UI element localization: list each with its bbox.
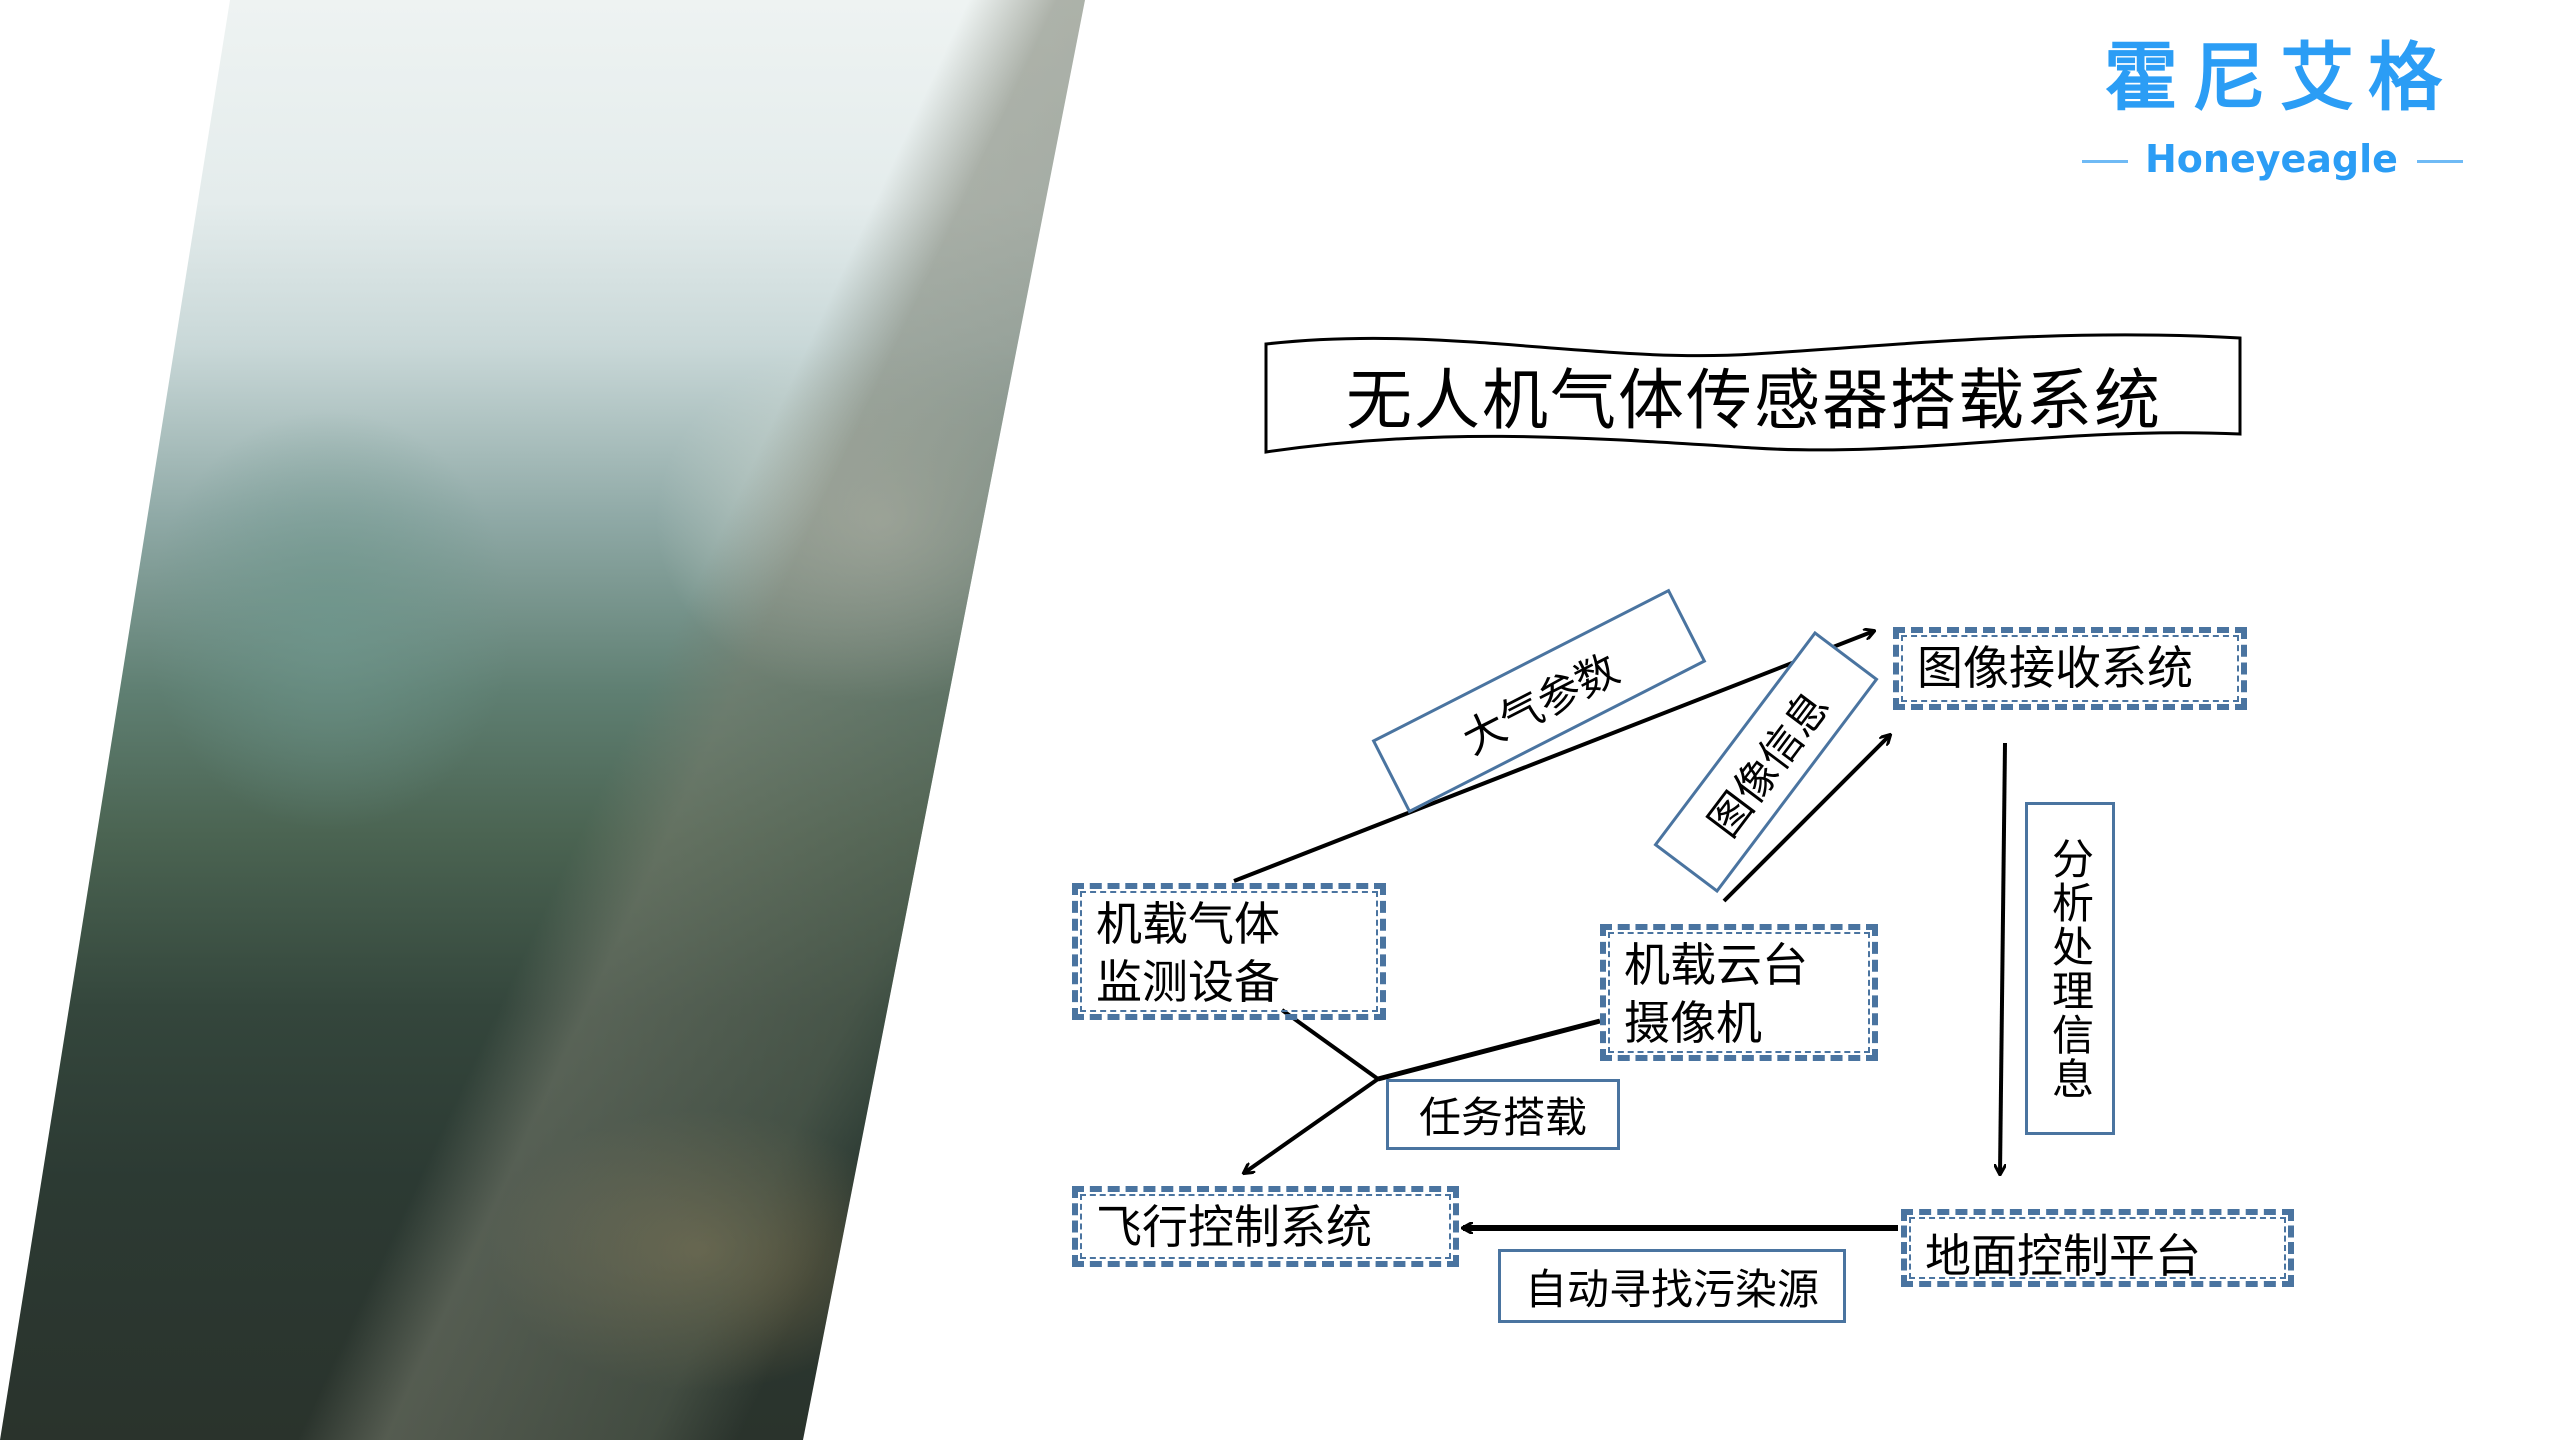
- title-banner: 无人机气体传感器搭载系统: [1264, 330, 2244, 460]
- page-title: 无人机气体传感器搭载系统: [1346, 362, 2162, 439]
- arrow-mission-payload: [1244, 1077, 1380, 1173]
- node-image-receiver-label: 图像接收系统: [1917, 641, 2193, 695]
- node-gas-monitor-line2: 监测设备: [1096, 955, 1280, 1009]
- node-gas-monitor: 机载气体 监测设备: [1072, 883, 1386, 1020]
- line-gas-monitor-to-junction: [1280, 1008, 1380, 1081]
- wave-banner-shape: [1264, 333, 2242, 454]
- node-gas-monitor-line1: 机载气体: [1096, 897, 1280, 951]
- arrow-analysis-info: [2000, 742, 2007, 1174]
- label-analysis-info: 分析处理信息: [2025, 802, 2115, 1135]
- logo-line-right: [2417, 160, 2463, 163]
- line-camera-to-junction: [1377, 1018, 1601, 1082]
- node-ground-control: 地面控制平台: [1901, 1209, 2294, 1287]
- arrow-image-info: [1722, 735, 1890, 903]
- node-flight-control-label: 飞行控制系统: [1096, 1200, 1372, 1254]
- logo-line-left: [2082, 160, 2128, 163]
- arrow-atmos-params: [1233, 631, 1874, 883]
- node-gimbal-camera-line2: 摄像机: [1624, 996, 1762, 1050]
- node-gimbal-camera: 机载云台 摄像机: [1600, 924, 1878, 1061]
- logo-english-name: Honeyeagle: [2145, 137, 2398, 181]
- node-image-receiver: 图像接收系统: [1893, 627, 2247, 710]
- node-flight-control: 飞行控制系统: [1072, 1186, 1459, 1267]
- logo-chinese-name: 霍尼艾格: [2104, 35, 2456, 121]
- logo: 霍尼艾格 Honeyeagle: [2080, 36, 2480, 186]
- node-gimbal-camera-line1: 机载云台: [1624, 938, 1808, 992]
- label-auto-find-source: 自动寻找污染源: [1498, 1249, 1846, 1323]
- label-mission-payload: 任务搭载: [1386, 1079, 1620, 1150]
- node-ground-control-label: 地面控制平台: [1925, 1229, 2201, 1283]
